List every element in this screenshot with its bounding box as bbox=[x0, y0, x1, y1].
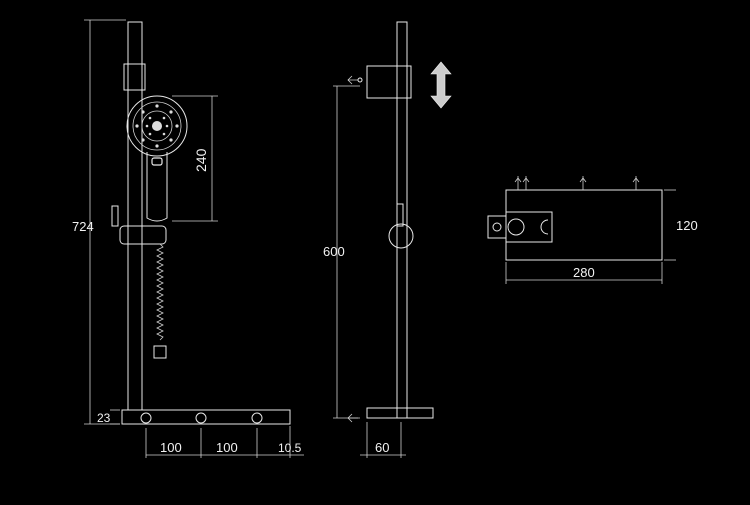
shower-head-ring bbox=[132, 101, 182, 151]
side-holder-stem bbox=[396, 203, 404, 227]
dim-total-height-label: 724 bbox=[72, 219, 94, 234]
dim-bottom-spacing bbox=[145, 426, 304, 458]
plan-screws bbox=[514, 176, 640, 190]
top-wall-screw bbox=[347, 75, 358, 85]
dim-rail-height bbox=[333, 85, 360, 419]
dim-rail-height-label: 600 bbox=[323, 244, 345, 259]
dim-base-depth-label: 60 bbox=[375, 440, 389, 455]
plan-view: 120 280 bbox=[487, 176, 698, 284]
top-wall-anchor bbox=[357, 77, 363, 83]
front-shelf bbox=[121, 409, 291, 425]
holder-knob bbox=[111, 205, 119, 227]
shower-handle bbox=[146, 152, 168, 222]
shelf-hole-1 bbox=[140, 412, 152, 424]
dim-plan-depth bbox=[664, 189, 676, 261]
shower-hose bbox=[156, 243, 164, 341]
front-slide-holder bbox=[119, 225, 167, 245]
dim-plan-width-label: 280 bbox=[573, 265, 595, 280]
dim-end-offset-label: 10.5 bbox=[278, 441, 302, 455]
dim-head-height-label: 240 bbox=[193, 148, 209, 172]
plan-holder bbox=[505, 211, 553, 243]
plan-rail-clamp bbox=[487, 215, 507, 239]
up-down-arrow-icon bbox=[430, 61, 452, 109]
side-shelf bbox=[366, 407, 434, 419]
dim-head-height bbox=[172, 95, 218, 222]
front-rail bbox=[127, 21, 143, 411]
plan-rail-hole bbox=[492, 222, 502, 232]
side-top-bracket bbox=[366, 65, 412, 99]
plan-shelf bbox=[505, 189, 663, 261]
dim-base-thickness-label: 23 bbox=[97, 411, 111, 425]
dim-spacing-right-label: 100 bbox=[216, 440, 238, 455]
shower-head-nozzles bbox=[135, 104, 179, 148]
front-top-bracket bbox=[123, 63, 146, 91]
side-rail bbox=[396, 21, 408, 419]
plan-holder-ring bbox=[507, 218, 525, 236]
shelf-hole-2 bbox=[195, 412, 207, 424]
dim-base-depth bbox=[360, 422, 406, 458]
dim-plan-width bbox=[505, 262, 663, 284]
hose-nut bbox=[153, 345, 167, 359]
side-holder-knob bbox=[388, 223, 414, 249]
dim-base-thickness bbox=[110, 409, 120, 425]
shower-head bbox=[126, 95, 188, 157]
shower-head-inner-ring bbox=[141, 110, 173, 142]
dim-plan-depth-label: 120 bbox=[676, 218, 698, 233]
dim-spacing-left-label: 100 bbox=[160, 440, 182, 455]
shelf-hole-3 bbox=[251, 412, 263, 424]
handle-button bbox=[151, 157, 163, 166]
side-view: 600 60 bbox=[323, 21, 452, 458]
plan-holder-hook bbox=[540, 219, 549, 235]
front-view: 724 240 23 100 100 10.5 bbox=[72, 19, 304, 458]
